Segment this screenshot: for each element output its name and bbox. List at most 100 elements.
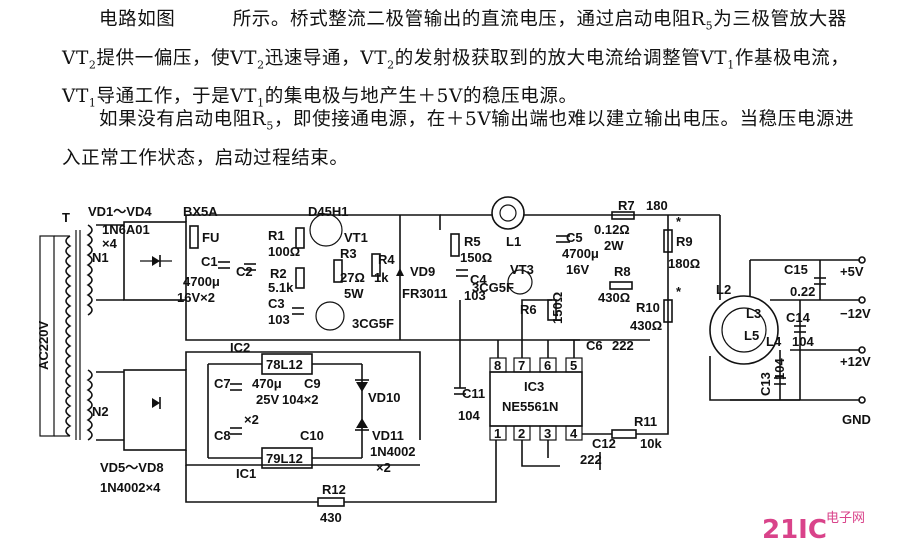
label-c6-val: 222 (612, 338, 634, 353)
label-vt1: VT1 (344, 230, 368, 245)
fuse (189, 225, 199, 249)
label-r2-val: 5.1k (268, 280, 294, 295)
label-r8: R8 (614, 264, 631, 279)
label-ic1: IC1 (236, 466, 256, 481)
pin-1: 1 (494, 426, 501, 441)
label-vd10: VD10 (368, 390, 401, 405)
bridge-rectifier-2 (96, 369, 187, 451)
label-r10-val: 430Ω (630, 318, 662, 333)
text-run: ，即使接通电源，在＋5V输出端也难以建立输出电压。当稳压电源进入正常工作状态，启… (62, 109, 855, 169)
label-n1: N1 (92, 250, 109, 265)
label-bx5a: BX5A (183, 204, 218, 219)
label-c5-v: 16V (566, 262, 589, 277)
label-vd11-qty: ×2 (376, 460, 391, 475)
label-c2: C2 (236, 264, 253, 279)
label-r10: R10 (636, 300, 660, 315)
label-r11: R11 (634, 414, 657, 429)
label-out-gnd: GND (842, 412, 871, 427)
label-vt3-part: 3CG5F (472, 280, 514, 295)
subscript: 1 (257, 97, 265, 111)
label-vt3: VT3 (510, 262, 534, 277)
label-c10: C10 (300, 428, 324, 443)
label-r7-top: 180 (646, 198, 668, 213)
label-vt2-part: 3CG5F (352, 316, 394, 331)
toroid-output (709, 295, 779, 365)
label-l3: L3 (746, 306, 761, 321)
label-n2: N2 (92, 404, 109, 419)
text-run: 电路如图 所示。桥式整流二极管输出的直流电压，通过启动电阻R (99, 9, 706, 30)
label-r6-val: 150Ω (550, 292, 565, 324)
label-r3: R3 (340, 246, 357, 261)
label-c3: C3 (268, 296, 285, 311)
label-ac220v: AC220V (36, 321, 51, 370)
label-vd11: VD11 (372, 428, 404, 443)
label-c1-val2: 16V×2 (177, 290, 215, 305)
text-run: 如果没有启动电阻R (99, 109, 267, 130)
transformer (39, 224, 93, 441)
paragraph-2: 如果没有启动电阻R5，即使接通电源，在＋5V输出端也难以建立输出电压。当稳压电源… (62, 104, 862, 175)
label-ic3-part: NE5561N (502, 399, 558, 414)
subscript: 1 (88, 97, 97, 111)
label-r11-val: 10k (640, 436, 662, 451)
label-d45h1: D45H1 (308, 204, 348, 219)
label-ic1-part: 79L12 (266, 451, 303, 466)
label-c7-v: 25V (256, 392, 279, 407)
label-vd5-vd8-part: 1N4002×4 (100, 480, 161, 495)
label-out-5v: +5V (840, 264, 864, 279)
label-out-12v: +12V (840, 354, 871, 369)
label-c11-val: 104 (458, 408, 480, 423)
pin-8: 8 (494, 358, 501, 373)
watermark-brand: 21IC (762, 515, 827, 545)
label-vd1-vd4-qty: ×4 (102, 236, 118, 251)
label-star-1: * (676, 214, 682, 229)
label-r4: R4 (378, 252, 395, 267)
label-r5-val: 150Ω (460, 250, 492, 265)
label-l2: L2 (716, 282, 731, 297)
label-c7: C7 (214, 376, 231, 391)
label-r4-val: 1k (374, 270, 389, 285)
pin-2: 2 (518, 426, 525, 441)
subscript: 2 (387, 58, 395, 72)
label-l4: L4 (766, 334, 782, 349)
pin-6: 6 (544, 358, 551, 373)
text-run: 的发射极获取到的放大电流给调整管VT (394, 47, 728, 69)
label-vd9: VD9 (410, 264, 435, 279)
bridge-rectifier-1 (96, 221, 187, 301)
subscript: 2 (88, 58, 97, 72)
label-r5: R5 (464, 234, 481, 249)
label-c5-val: 4700μ (562, 246, 599, 261)
label-vd9-part: FR3011 (402, 286, 448, 301)
label-c7-qty: ×2 (244, 412, 259, 427)
label-star-2: * (676, 284, 682, 299)
label-fu: FU (202, 230, 219, 245)
text-run: 迅速导通，VT (264, 47, 388, 69)
label-r3-w: 5W (344, 286, 364, 301)
label-c1-val: 4700μ (183, 274, 220, 289)
label-r12: R12 (322, 482, 346, 497)
label-ic2: IC2 (230, 340, 250, 355)
label-ic2-part: 78L12 (266, 357, 303, 372)
text-run: 的集电极与地产生＋5V的稳压电源。 (264, 86, 578, 108)
text-run: 为三极管放大器VT (62, 9, 847, 69)
label-r7-val: 0.12Ω (594, 222, 630, 237)
label-c13-val: 104 (772, 358, 787, 380)
label-r7-w: 2W (604, 238, 624, 253)
label-c15-val: 0.22 (790, 284, 815, 299)
label-c15: C15 (784, 262, 808, 277)
subscript: 1 (727, 58, 735, 72)
label-c11: C11 (462, 386, 485, 401)
pin-5: 5 (570, 358, 577, 373)
text-run: 作基极电流，VT (62, 47, 850, 108)
label-c9: C9 (304, 376, 321, 391)
label-c4-val: 103 (464, 288, 486, 303)
label-c14: C14 (786, 310, 811, 325)
label-r3-val: 27Ω (340, 270, 365, 285)
label-vd1-vd4-part: 1N6A01 (102, 222, 150, 237)
pin-4: 4 (570, 426, 578, 441)
label-r6: R6 (520, 302, 537, 317)
pin-7: 7 (518, 358, 525, 373)
label-c14-val: 104 (792, 334, 814, 349)
paragraph-1: 电路如图 所示。桥式整流二极管输出的直流电压，通过启动电阻R5为三极管放大器VT… (62, 4, 862, 120)
